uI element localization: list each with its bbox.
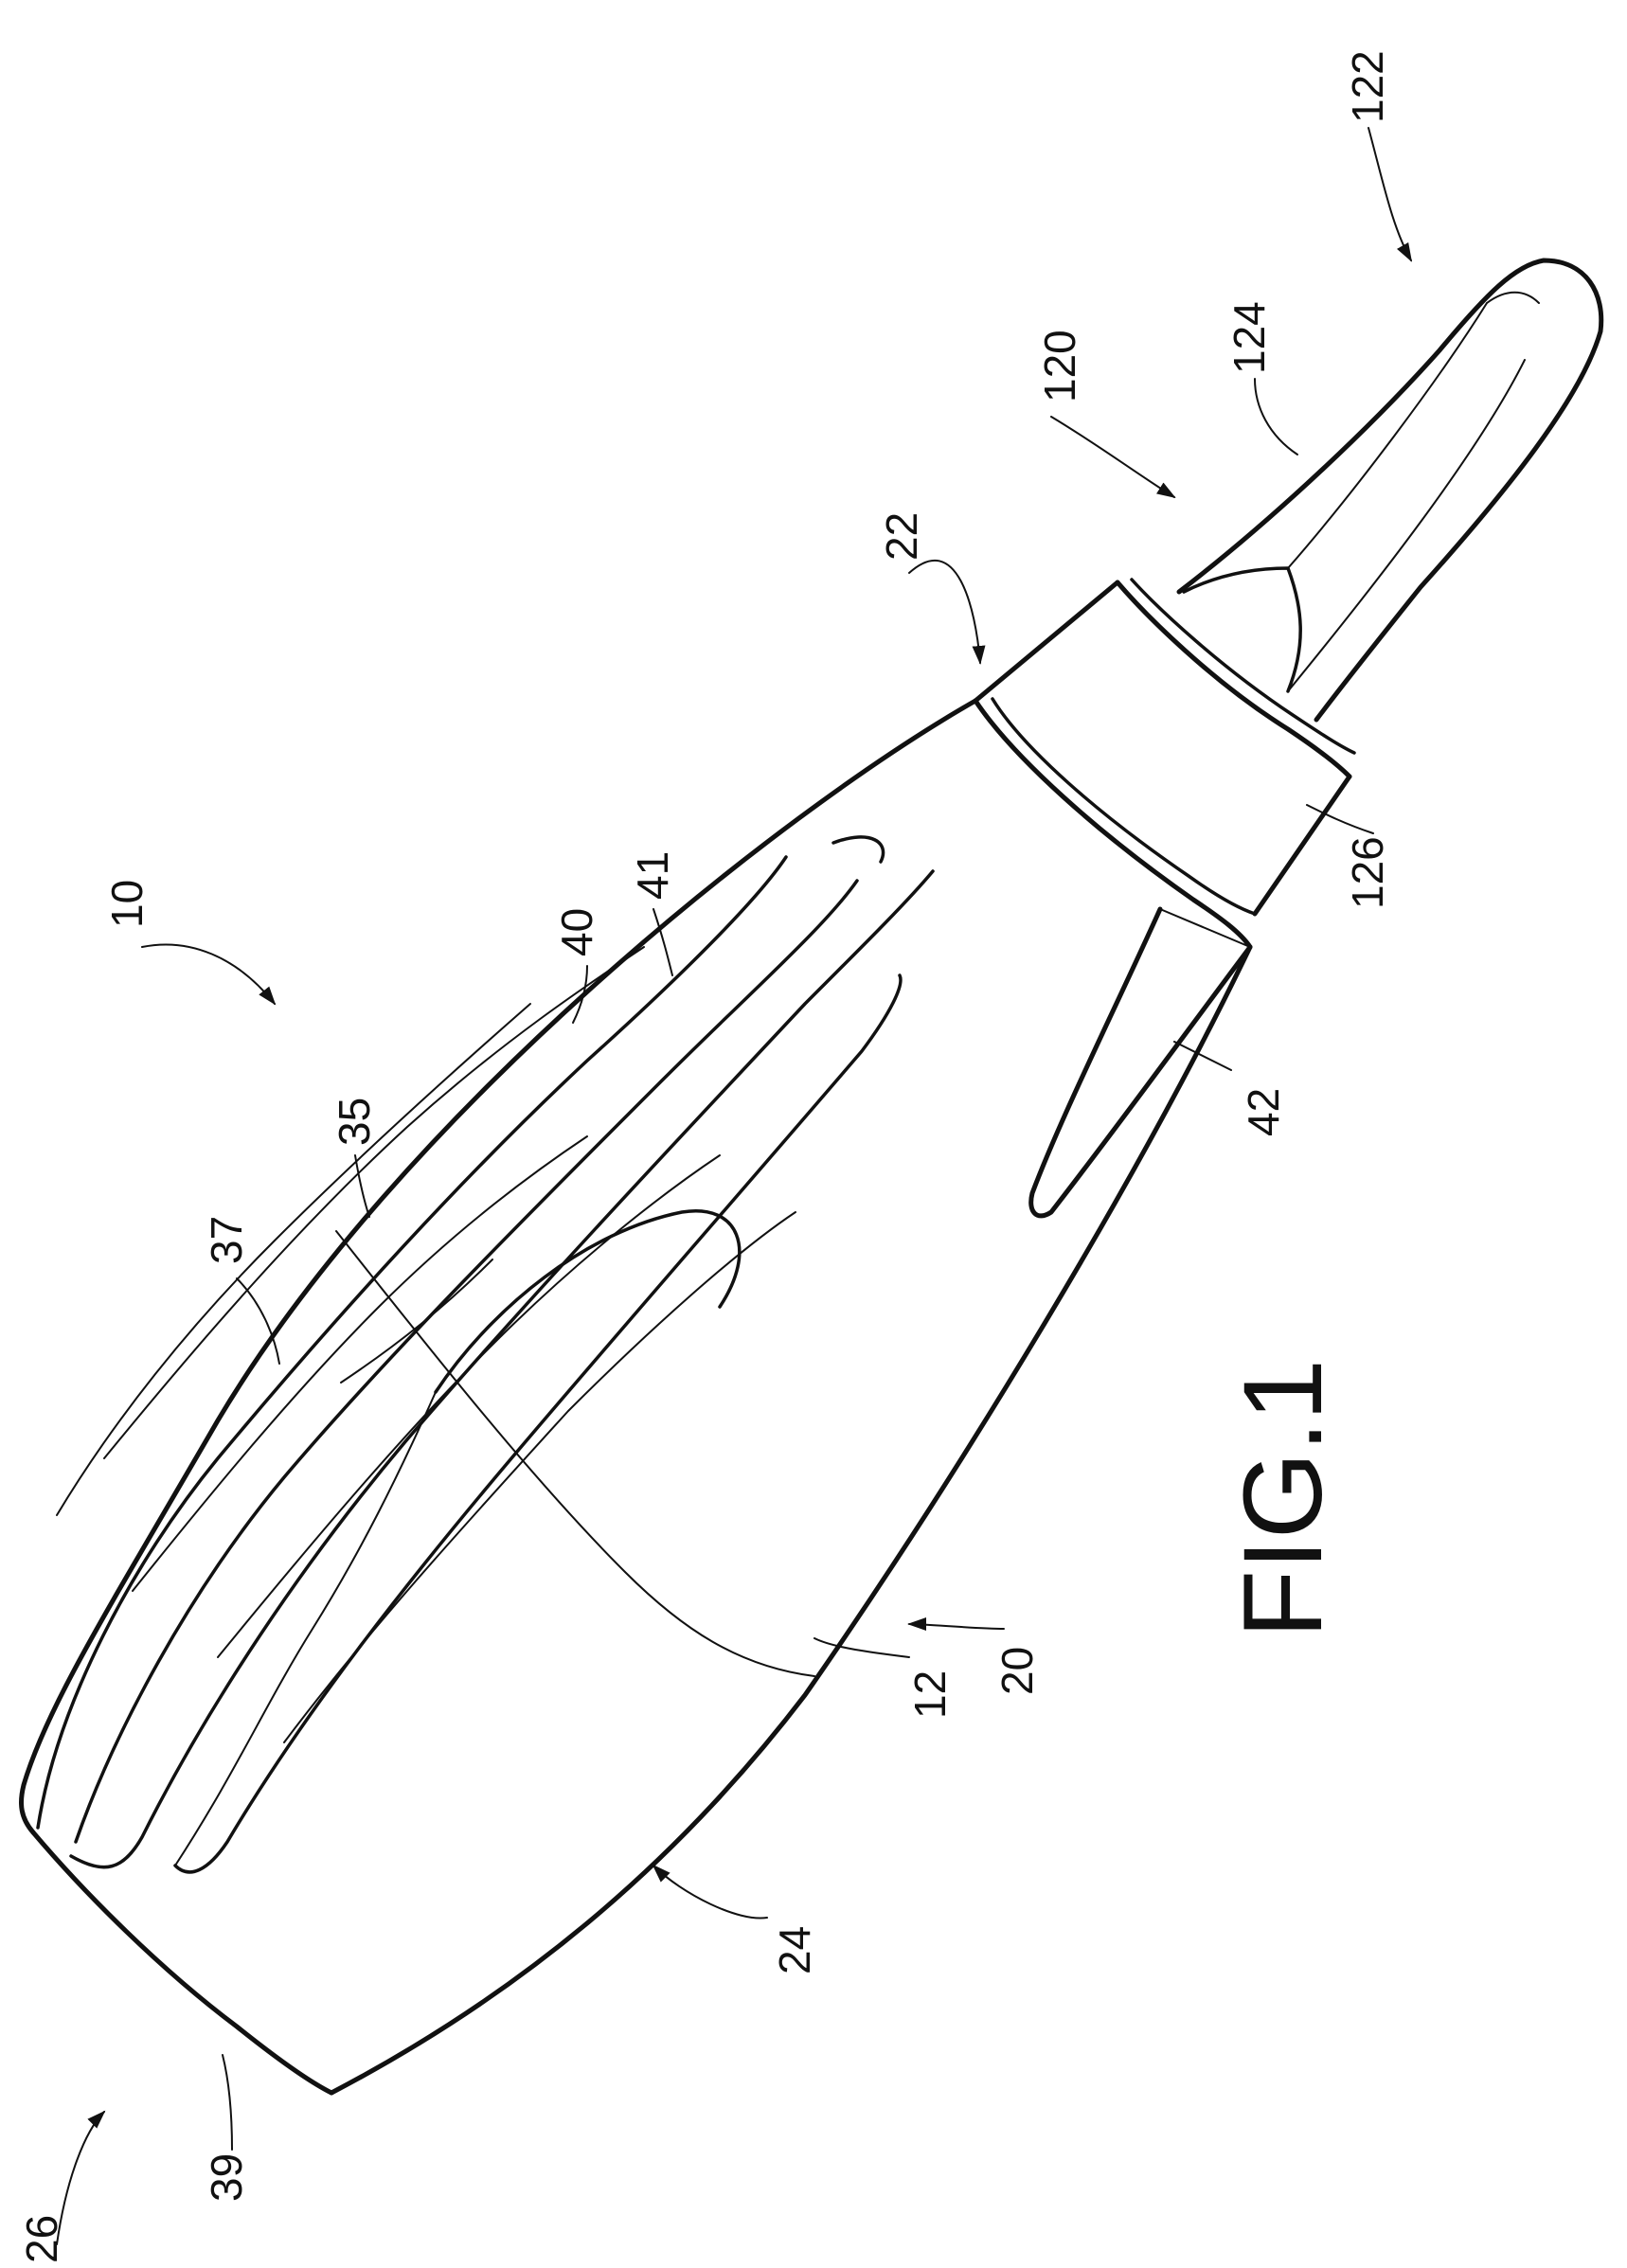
label-42: 42	[1239, 1088, 1288, 1136]
body-outline	[21, 701, 1250, 2093]
label-120: 120	[1035, 330, 1084, 402]
leader-24	[653, 1866, 767, 1919]
leader-12	[814, 1638, 909, 1657]
label-35: 35	[330, 1098, 379, 1146]
leader-lines	[57, 128, 1411, 2244]
label-126: 126	[1343, 836, 1392, 909]
label-39: 39	[202, 2153, 251, 2202]
label-26: 26	[17, 2215, 66, 2263]
leader-20	[909, 1624, 1004, 1629]
leader-39	[223, 2055, 232, 2150]
label-124: 124	[1225, 301, 1274, 374]
leader-122	[1368, 128, 1411, 260]
leader-124	[1255, 379, 1297, 455]
label-41: 41	[628, 851, 677, 900]
leader-126	[1307, 805, 1373, 833]
leader-22	[909, 561, 980, 663]
label-24: 24	[770, 1926, 819, 1974]
collar	[975, 580, 1354, 947]
leader-37	[237, 1278, 279, 1364]
label-12: 12	[905, 1670, 955, 1719]
label-40: 40	[552, 908, 601, 956]
ribs	[38, 837, 933, 1872]
label-20: 20	[992, 1647, 1042, 1695]
leader-10	[142, 945, 275, 1005]
label-37: 37	[202, 1216, 251, 1264]
reference-labels: 10 12 20 22 24 26 35 37 39 40 41 42 120 …	[17, 50, 1392, 2263]
leader-120	[1051, 417, 1174, 497]
figure-caption: FIG.1	[1221, 1359, 1346, 1638]
label-122: 122	[1343, 50, 1392, 123]
label-10: 10	[102, 880, 152, 928]
label-22: 22	[877, 512, 926, 561]
